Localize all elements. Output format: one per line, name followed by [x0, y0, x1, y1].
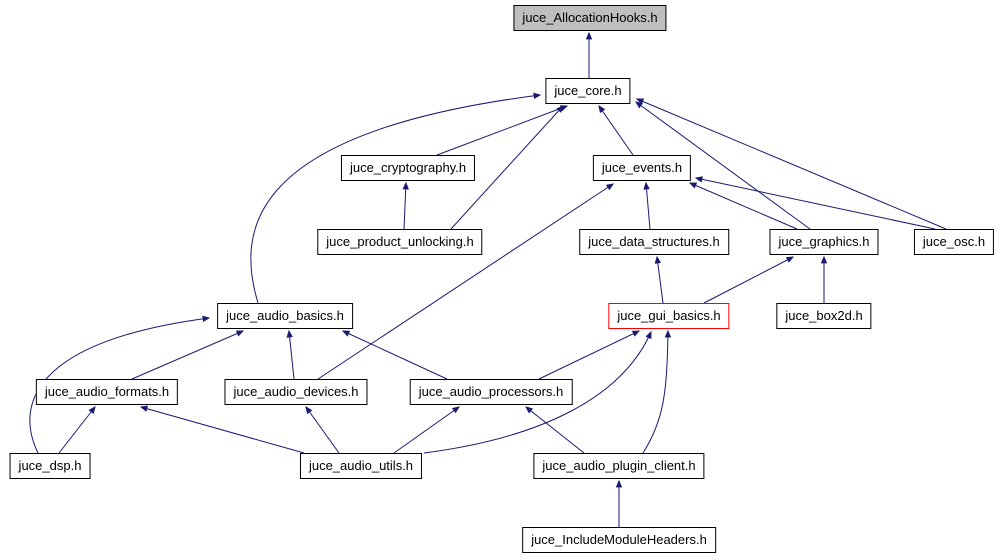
edge-juce_audio_utils-includes-juce_audio_devices: [305, 406, 340, 454]
node-juce_AllocationHooks: juce_AllocationHooks.h: [513, 5, 667, 31]
node-juce_dsp[interactable]: juce_dsp.h: [9, 453, 91, 479]
edge-juce_data_structures-includes-juce_events: [643, 181, 651, 230]
edge-juce_osc-includes-juce_events: [694, 176, 936, 230]
edge-juce_audio_utils-includes-juce_audio_formats: [139, 405, 305, 454]
node-juce_product_unlocking[interactable]: juce_product_unlocking.h: [317, 229, 483, 255]
node-juce_audio_utils[interactable]: juce_audio_utils.h: [299, 453, 423, 479]
node-juce_IncludeModuleHeaders[interactable]: juce_IncludeModuleHeaders.h: [522, 527, 716, 553]
edge-juce_product_unlocking-includes-juce_cryptography: [402, 181, 409, 230]
edge-juce_audio_formats-includes-juce_audio_basics: [131, 330, 245, 380]
node-juce_graphics[interactable]: juce_graphics.h: [769, 229, 879, 255]
node-juce_audio_basics[interactable]: juce_audio_basics.h: [217, 303, 353, 329]
edge-juce_dsp-includes-juce_audio_formats: [58, 406, 96, 454]
node-juce_events[interactable]: juce_events.h: [592, 155, 692, 181]
edge-juce_audio_utils-includes-juce_audio_processors: [393, 406, 460, 454]
edge-juce_audio_devices-includes-juce_events: [317, 183, 615, 380]
edge-juce_audio_plugin_client-includes-juce_gui_basics: [642, 329, 672, 454]
node-juce_osc[interactable]: juce_osc.h: [913, 229, 995, 255]
node-juce_audio_devices[interactable]: juce_audio_devices.h: [224, 379, 368, 405]
node-juce_cryptography[interactable]: juce_cryptography.h: [340, 155, 476, 181]
node-juce_audio_formats[interactable]: juce_audio_formats.h: [35, 379, 179, 405]
edge-juce_audio_processors-includes-juce_audio_basics: [341, 330, 448, 380]
node-juce_box2d[interactable]: juce_box2d.h: [776, 303, 872, 329]
edge-juce_events-includes-juce_core: [598, 105, 634, 156]
edge-juce_gui_basics-includes-juce_data_structures: [654, 255, 664, 304]
edge-juce_audio_plugin_client-includes-juce_audio_processors: [525, 406, 585, 454]
edge-juce_audio_basics-includes-juce_core: [250, 92, 542, 304]
node-juce_gui_basics[interactable]: juce_gui_basics.h: [608, 303, 730, 329]
node-juce_data_structures[interactable]: juce_data_structures.h: [579, 229, 729, 255]
node-juce_core[interactable]: juce_core.h: [545, 78, 631, 104]
edge-juce_audio_processors-includes-juce_gui_basics: [538, 330, 641, 380]
edge-juce_cryptography-includes-juce_core: [436, 105, 569, 156]
edge-juce_gui_basics-includes-juce_graphics: [703, 256, 795, 304]
node-juce_audio_processors[interactable]: juce_audio_processors.h: [409, 379, 573, 405]
edge-juce_graphics-includes-juce_events: [688, 182, 798, 230]
node-juce_audio_plugin_client[interactable]: juce_audio_plugin_client.h: [533, 453, 705, 479]
edge-juce_audio_devices-includes-juce_audio_basics: [286, 329, 295, 380]
